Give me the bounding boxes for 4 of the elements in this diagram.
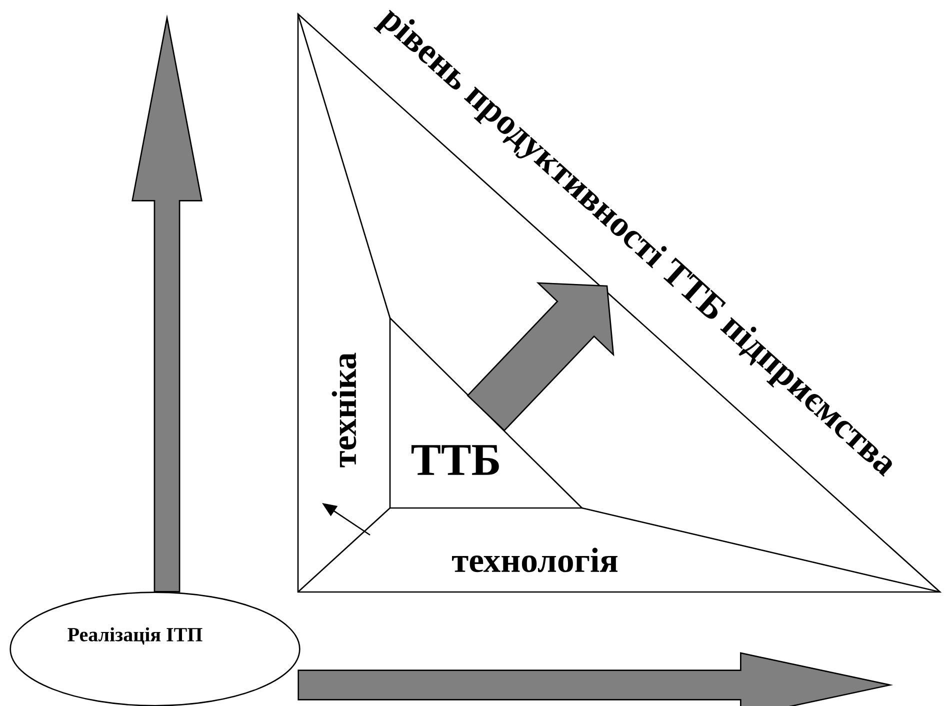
block-arrow (298, 652, 894, 706)
block-arrow (132, 14, 202, 592)
face-label: технологія (452, 548, 618, 572)
face-label: техніка (332, 352, 356, 468)
